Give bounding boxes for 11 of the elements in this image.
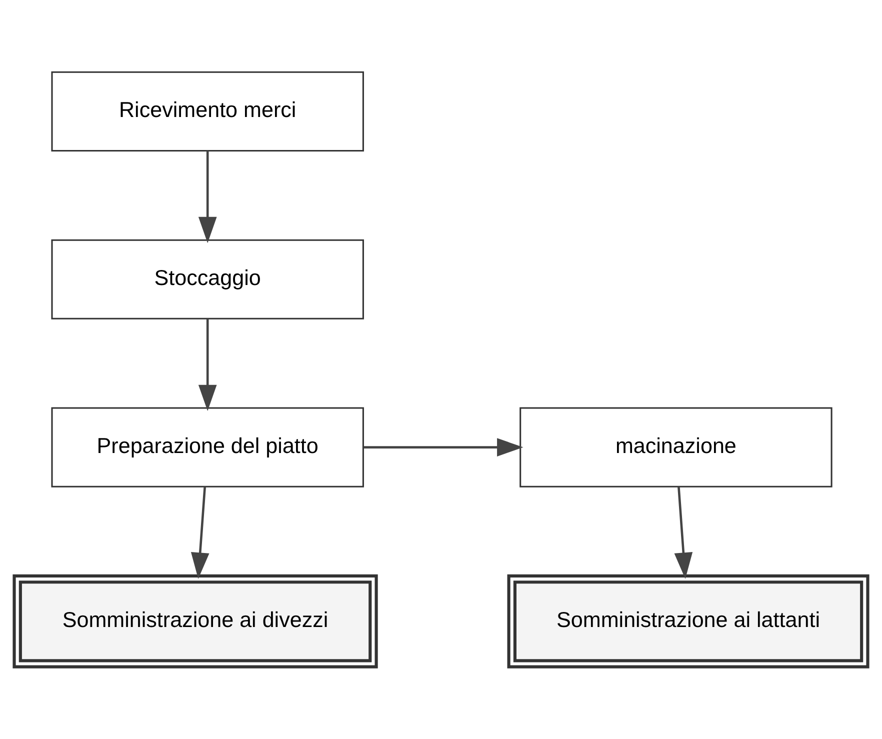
arrow xyxy=(364,438,524,456)
node-box: Somministrazione ai lattanti xyxy=(507,574,870,668)
arrow xyxy=(190,486,210,579)
node-box: Preparazione del piatto xyxy=(51,407,364,488)
arrow xyxy=(674,486,693,579)
node-box: macinazione xyxy=(520,407,832,488)
node-box: Stoccaggio xyxy=(51,239,364,320)
node-box: Somministrazione ai divezzi xyxy=(12,574,378,668)
node-box: Ricevimento merci xyxy=(51,71,364,152)
arrow xyxy=(198,150,217,244)
arrow xyxy=(198,318,217,412)
